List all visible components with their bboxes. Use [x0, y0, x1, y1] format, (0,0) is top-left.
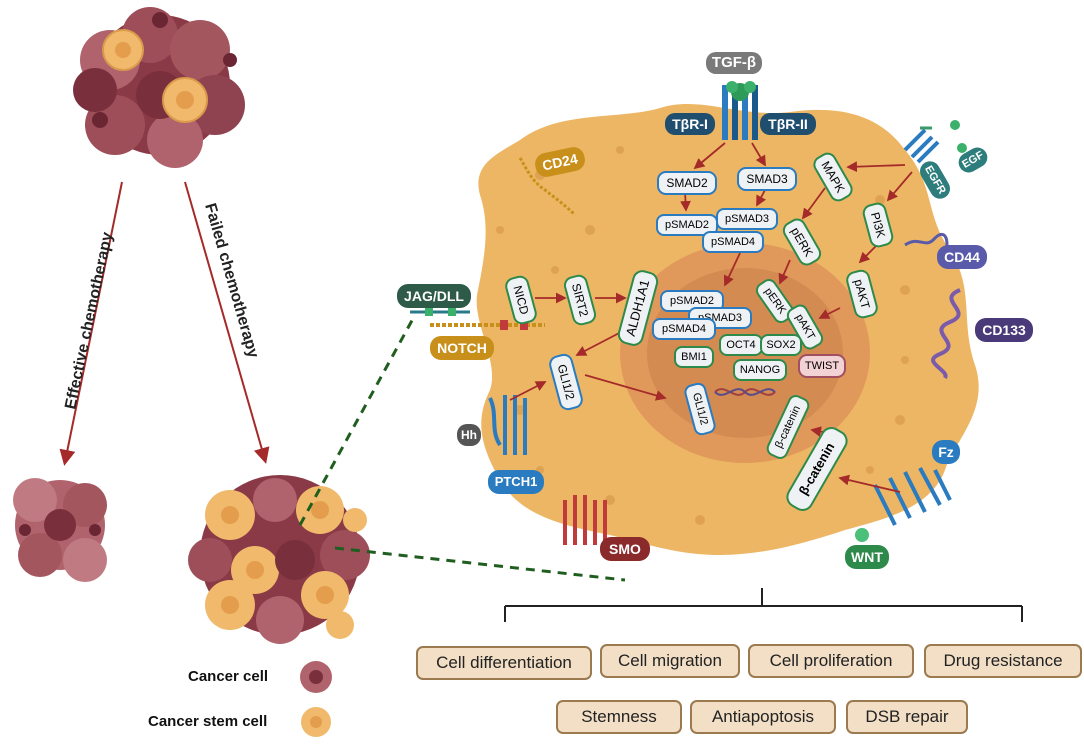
cd24-anchor-graphic	[518, 157, 577, 217]
wnt-label: WNT	[845, 545, 889, 569]
ptch1-label: PTCH1	[488, 470, 544, 494]
cd44-graphic	[904, 232, 949, 256]
outcome-cell-differentiation: Cell differentiation	[416, 646, 592, 680]
cd133-graphic	[931, 288, 961, 380]
oct4-pill: OCT4	[719, 334, 763, 356]
legend-stem-cell-icon	[301, 707, 331, 737]
effective-chemo-label: Effective chemotherapy	[62, 231, 116, 411]
psmad2-pill: pSMAD2	[656, 214, 718, 236]
outcome-dsb-repair: DSB repair	[846, 700, 968, 734]
outcome-cell-proliferation: Cell proliferation	[748, 644, 914, 678]
outcome-drug-resistance: Drug resistance	[924, 644, 1082, 678]
psmad3-pill: pSMAD3	[716, 208, 778, 230]
twist-pill: TWIST	[798, 354, 846, 378]
jag-dll-label: JAG/DLL	[397, 284, 471, 308]
smad3-pill: SMAD3	[737, 167, 797, 191]
hh-label: Hh	[457, 424, 481, 446]
notch-jag-graphic	[410, 308, 545, 330]
failed-chemo-label: Failed chemotherapy	[201, 201, 261, 360]
fz-graphic	[873, 467, 952, 526]
outcome-antiapoptosis: Antiapoptosis	[690, 700, 836, 734]
tbr1-label: TβR-I	[665, 113, 715, 135]
smo-label: SMO	[600, 537, 650, 561]
egfr-graphic	[903, 120, 967, 164]
pathway-arrows	[509, 142, 913, 493]
effective-chemo-arrow	[59, 181, 123, 466]
tbr2-label: TβR-II	[760, 113, 816, 135]
zoom-line-bottom	[334, 546, 626, 582]
smo-graphic	[563, 495, 607, 545]
legend-cancer-stem-cell-label: Cancer stem cell	[148, 713, 268, 730]
cytoplasm-granules	[496, 146, 910, 525]
tumor-with-stem-cells	[188, 475, 370, 644]
smad2-pill: SMAD2	[657, 171, 717, 195]
fz-label: Fz	[932, 440, 960, 464]
cd44-label: CD44	[937, 245, 987, 269]
tumor-shrunk	[13, 478, 107, 582]
sox2-pill: SOX2	[760, 334, 802, 356]
nanog-pill: NANOG	[733, 359, 787, 381]
dna-helix-icon	[714, 388, 776, 396]
tgfb-receptor-graphic	[722, 81, 758, 140]
psmad4-pill: pSMAD4	[702, 231, 764, 253]
wnt-ligand-icon	[855, 528, 869, 542]
outcome-cell-migration: Cell migration	[600, 644, 740, 678]
tgfb-label: TGF-β	[706, 52, 762, 74]
legend-cancer-cell-icon	[300, 661, 332, 693]
zoom-line-top	[298, 314, 417, 526]
notch-label: NOTCH	[430, 336, 494, 360]
bmi1-pill: BMI1	[674, 346, 714, 368]
outcome-stemness: Stemness	[556, 700, 682, 734]
outcome-bracket	[504, 588, 1023, 622]
failed-chemo-arrow	[184, 181, 270, 464]
tumor-top	[73, 7, 245, 168]
legend-cancer-cell-label: Cancer cell	[188, 668, 269, 685]
psmad4-pill-nuc: pSMAD4	[652, 318, 716, 340]
cd133-label: CD133	[975, 318, 1033, 342]
ptch1-graphic	[488, 395, 527, 455]
